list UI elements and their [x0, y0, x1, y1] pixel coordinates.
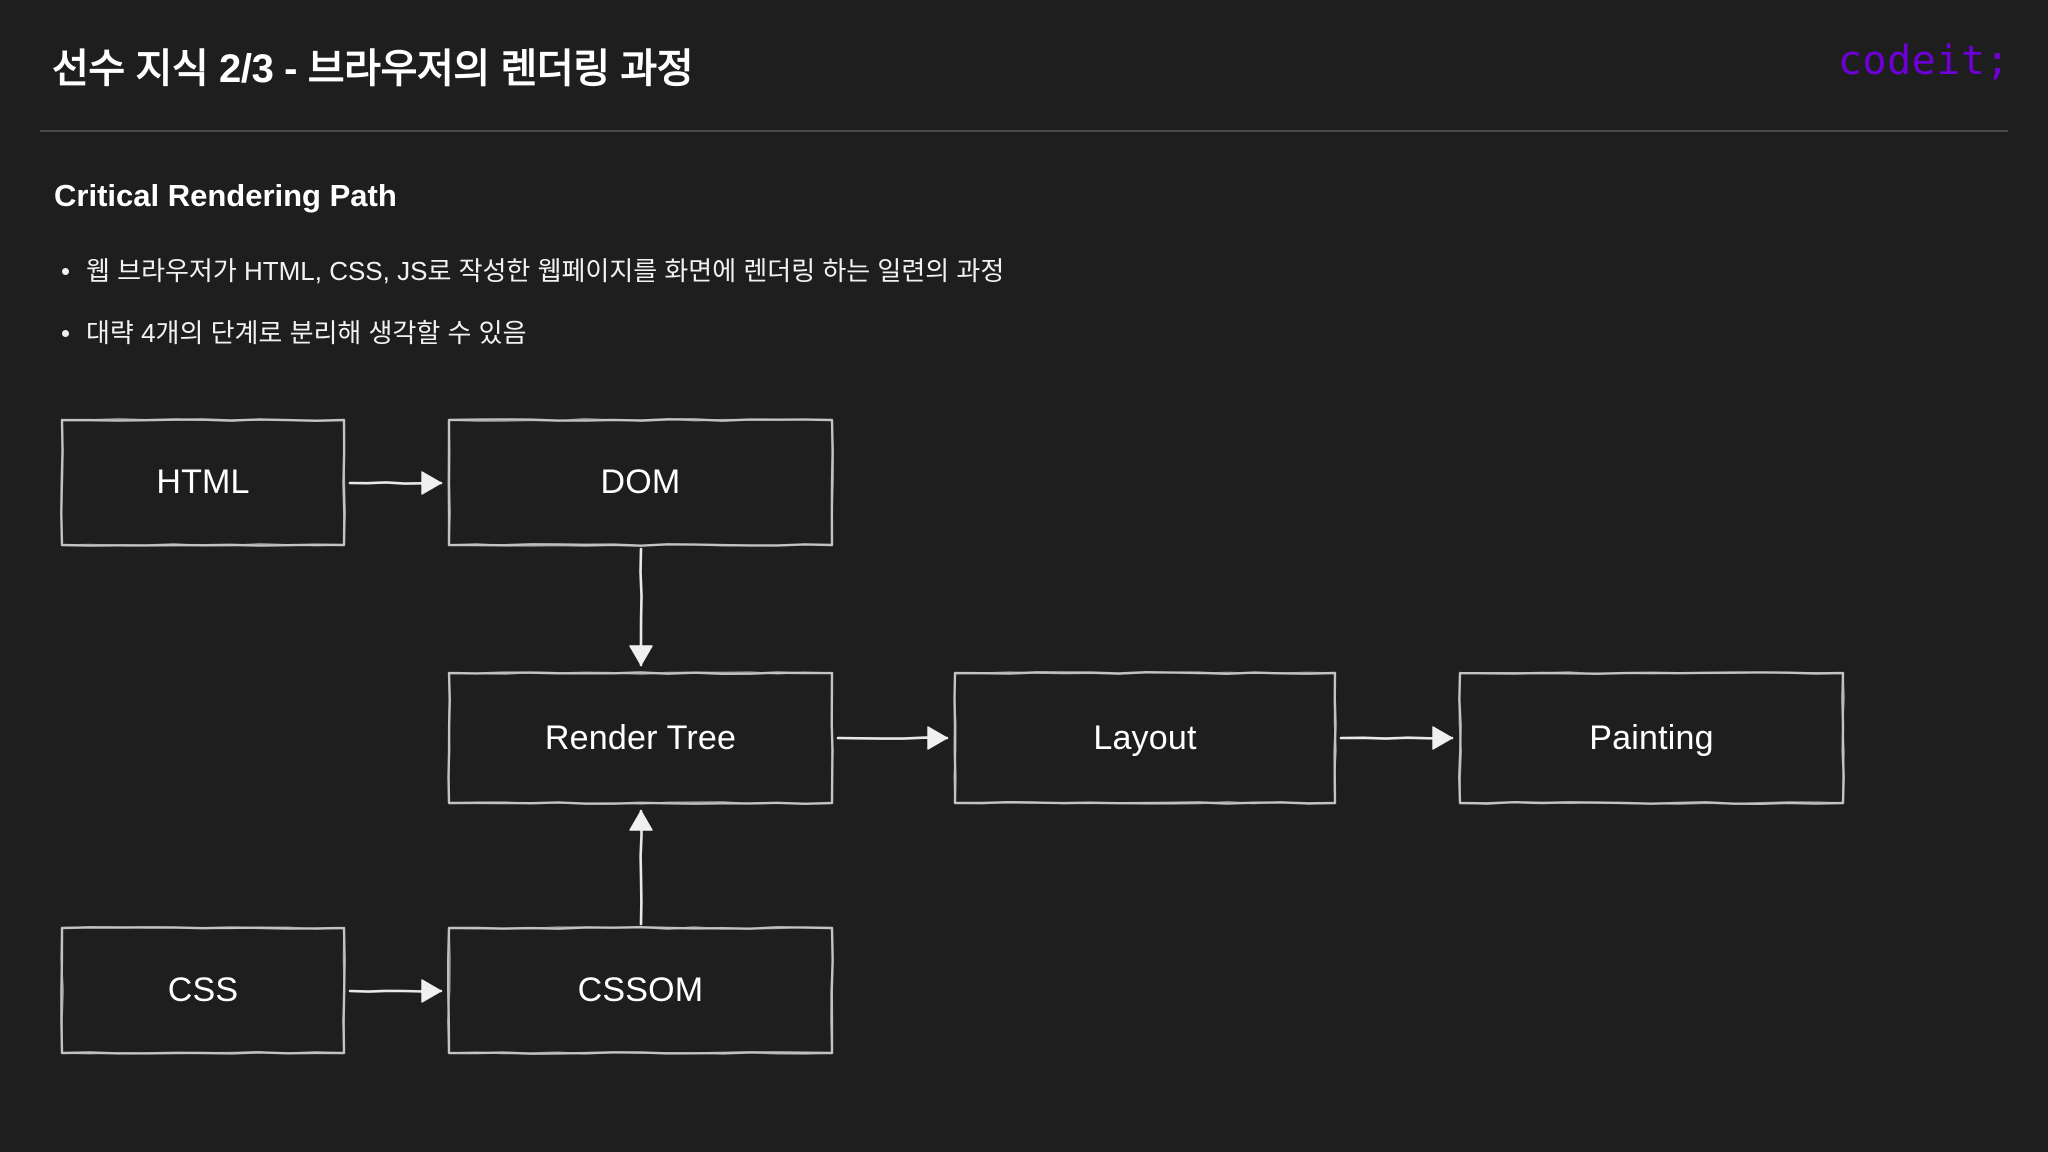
diagram-arrow-dom-to-render-tree — [619, 527, 663, 687]
slide-header: 선수 지식 2/3 - 브라우저의 렌더링 과정 codeit; — [0, 0, 2048, 133]
node-label-render-tree: Render Tree — [544, 718, 737, 757]
node-label-layout: Layout — [1093, 718, 1197, 757]
node-border-css — [60, 926, 346, 1055]
node-border-html — [60, 417, 346, 547]
list-item: 대략 4개의 단계로 분리해 생각할 수 있음 — [54, 302, 1554, 364]
codeit-logo: codeit; — [1837, 38, 2010, 84]
diagram-node-html[interactable]: HTML — [60, 417, 346, 547]
diagram-node-painting[interactable]: Painting — [1458, 671, 1845, 806]
diagram-arrow-render-tree-to-layout — [816, 716, 969, 760]
bullet-list: 웹 브라우저가 HTML, CSS, JS로 작성한 웹페이지를 화면에 렌더링… — [54, 240, 1554, 364]
node-border-cssom — [446, 926, 834, 1055]
diagram-node-dom[interactable]: DOM — [447, 417, 834, 547]
diagram-node-css[interactable]: CSS — [60, 926, 346, 1055]
node-label-cssom: CSSOM — [577, 971, 704, 1009]
diagram-node-layout[interactable]: Layout — [953, 671, 1337, 805]
node-label-css: CSS — [167, 971, 239, 1009]
diagram-arrow-layout-to-painting — [1319, 716, 1474, 760]
diagram-node-cssom[interactable]: CSSOM — [446, 926, 834, 1055]
diagram-node-render-tree[interactable]: Render Tree — [447, 671, 834, 805]
section-heading: Critical Rendering Path — [54, 178, 397, 213]
header-divider — [40, 130, 2008, 132]
page-title: 선수 지식 2/3 - 브라우저의 렌더링 과정 — [52, 47, 694, 91]
node-label-html: HTML — [156, 463, 250, 501]
node-label-painting: Painting — [1589, 718, 1714, 757]
node-border-painting — [1458, 671, 1845, 806]
diagram-arrow-css-to-cssom — [328, 969, 463, 1013]
node-border-render-tree — [447, 671, 834, 805]
list-item: 웹 브라우저가 HTML, CSS, JS로 작성한 웹페이지를 화면에 렌더링… — [54, 240, 1554, 302]
diagram-arrow-cssom-to-render-tree — [619, 789, 663, 946]
node-label-dom: DOM — [600, 463, 681, 501]
diagram-arrow-html-to-dom — [328, 461, 463, 505]
node-border-dom — [447, 417, 834, 547]
node-border-layout — [953, 671, 1337, 805]
